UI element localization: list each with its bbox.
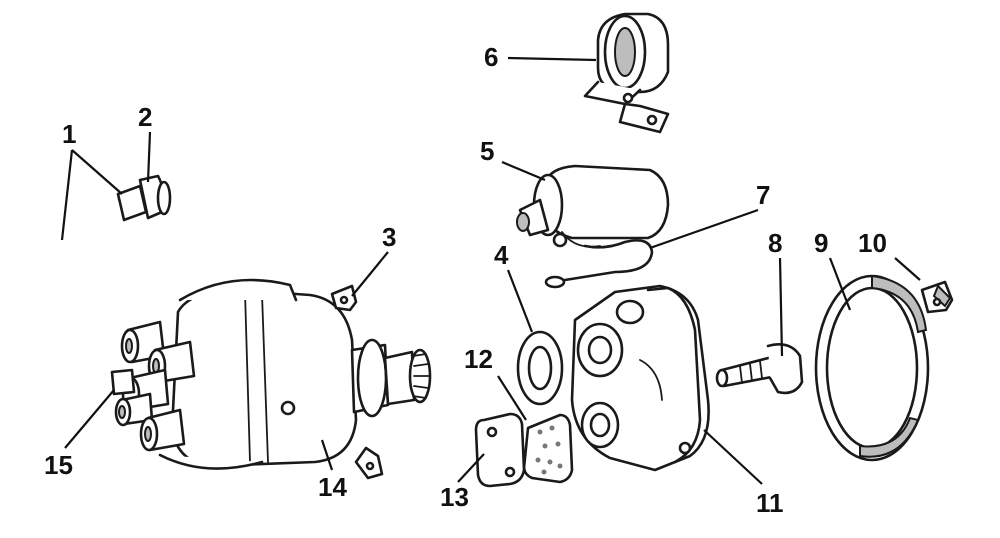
callout-3: 3 bbox=[382, 222, 396, 252]
retaining-clip bbox=[920, 280, 954, 314]
callout-9: 9 bbox=[814, 228, 828, 258]
callout-15: 15 bbox=[44, 450, 73, 480]
callout-7: 7 bbox=[756, 180, 770, 210]
callout-8: 8 bbox=[768, 228, 782, 258]
distributor-clip-upper bbox=[330, 284, 358, 312]
callout-6: 6 bbox=[484, 42, 498, 72]
callout-2: 2 bbox=[138, 102, 152, 132]
ignition-coil bbox=[516, 164, 670, 248]
callout-14: 14 bbox=[318, 472, 347, 502]
vacuum-hose bbox=[33, 198, 136, 396]
hose-fitting bbox=[116, 174, 172, 222]
distributor-housing bbox=[570, 284, 710, 472]
callout-12: 12 bbox=[464, 344, 493, 374]
leader-lines bbox=[60, 56, 921, 485]
washer bbox=[516, 330, 564, 406]
callout-labels: 1 2 3 4 5 6 7 8 9 10 11 12 13 14 15 bbox=[44, 42, 887, 518]
callout-1: 1 bbox=[62, 119, 76, 149]
distributor-assembly bbox=[114, 278, 432, 470]
callout-5: 5 bbox=[480, 136, 494, 166]
cover-plate bbox=[474, 412, 526, 488]
gasket bbox=[814, 274, 930, 462]
distributor-clip-lower bbox=[354, 446, 384, 480]
callout-11: 11 bbox=[756, 488, 784, 518]
coil-bracket bbox=[583, 12, 670, 134]
coil-wire bbox=[544, 239, 654, 289]
callout-13: 13 bbox=[440, 482, 469, 512]
drive-shaft bbox=[715, 343, 804, 395]
callout-10: 10 bbox=[858, 228, 887, 258]
callout-4: 4 bbox=[494, 240, 509, 270]
cover-gasket bbox=[522, 413, 574, 484]
